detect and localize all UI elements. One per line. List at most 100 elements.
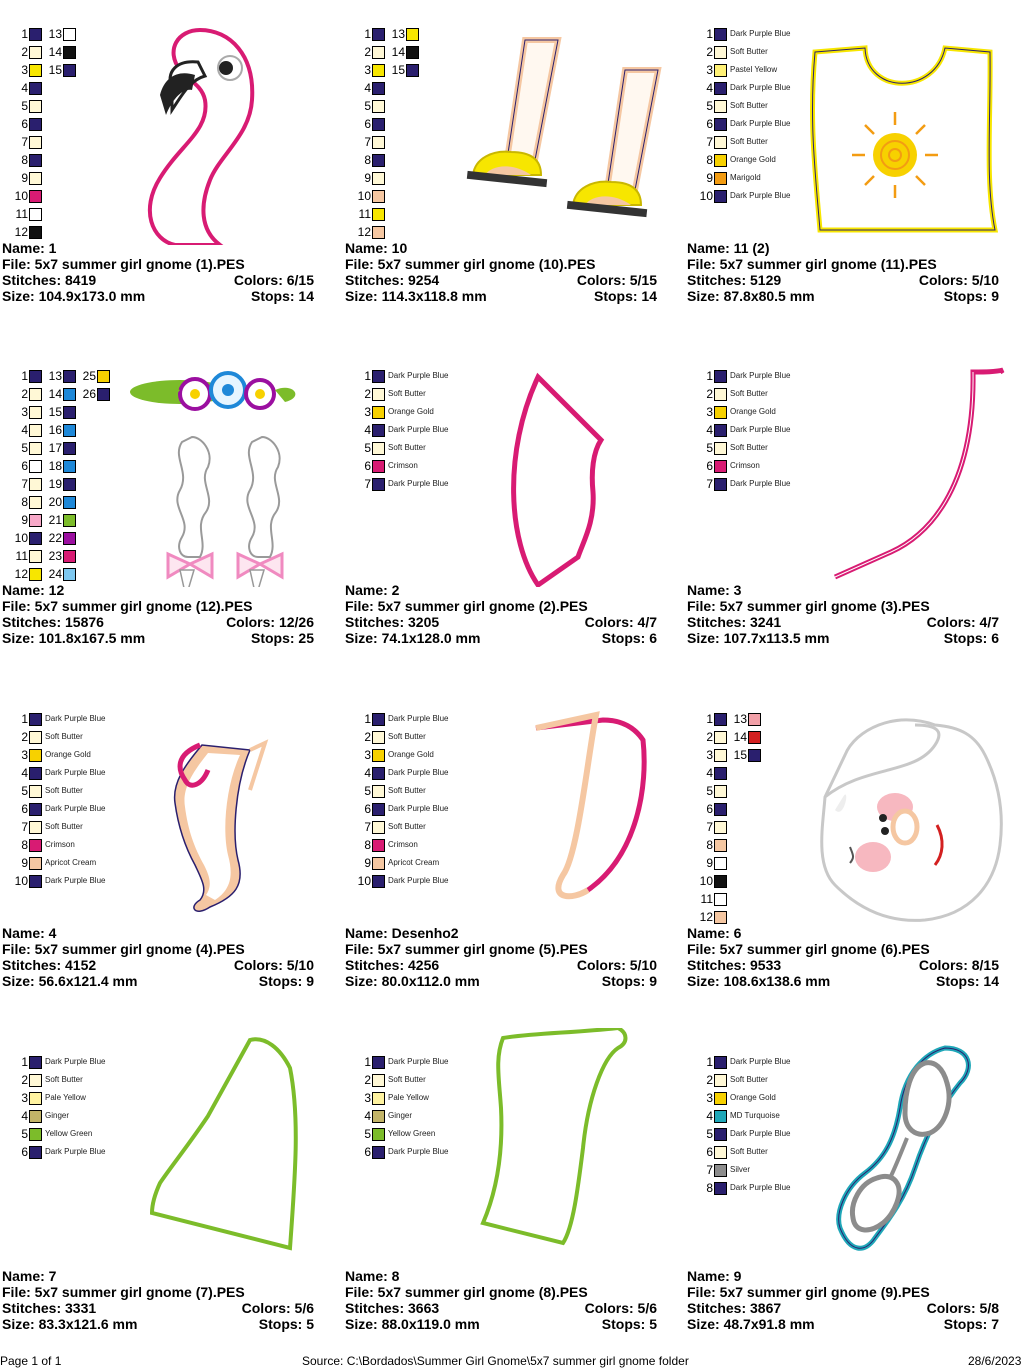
legend-number: 4 — [364, 766, 371, 780]
legend-number: 17 — [48, 441, 62, 455]
color-swatch — [97, 388, 110, 401]
thread-name: Dark Purple Blue — [730, 1183, 791, 1192]
legend-number: 12 — [14, 225, 28, 239]
legend-row: 9 — [12, 170, 42, 186]
color-swatch — [29, 1146, 42, 1159]
legend-number: 5 — [364, 1127, 371, 1141]
thread-name: Soft Butter — [388, 732, 426, 741]
color-swatch — [714, 46, 727, 59]
color-swatch — [372, 875, 385, 888]
legend-number: 15 — [48, 405, 62, 419]
legend-row: 15 — [731, 747, 761, 763]
legend-row: 7 — [12, 134, 42, 150]
legend-number: 10 — [14, 531, 28, 545]
legend-number: 8 — [21, 838, 28, 852]
legend-number: 2 — [706, 45, 713, 59]
color-swatch — [372, 1146, 385, 1159]
legend-number: 4 — [21, 81, 28, 95]
legend-number: 8 — [706, 838, 713, 852]
color-swatch — [372, 785, 385, 798]
color-swatch — [29, 713, 42, 726]
design-preview-image — [110, 1028, 330, 1273]
color-swatch — [714, 118, 727, 131]
stop-count: Stops: 5 — [258, 1316, 314, 1332]
design-name: Name: 11 (2) — [687, 240, 770, 256]
color-swatch — [29, 568, 42, 581]
color-swatch — [714, 190, 727, 203]
stop-count: Stops: 9 — [601, 973, 657, 989]
legend-number: 8 — [21, 153, 28, 167]
design-file: File: 5x7 summer girl gnome (4).PES — [2, 941, 245, 957]
color-swatch — [372, 100, 385, 113]
legend-row: 24 — [46, 566, 76, 582]
thread-name: Soft Butter — [45, 822, 83, 831]
thread-name: Dark Purple Blue — [388, 714, 449, 723]
color-count: Colors: 6/15 — [233, 272, 314, 288]
thread-name: Dark Purple Blue — [45, 1057, 106, 1066]
legend-number: 12 — [357, 225, 371, 239]
design-preview-image — [795, 342, 1024, 587]
color-swatch — [29, 731, 42, 744]
thread-name: Dark Purple Blue — [388, 371, 449, 380]
thread-name: Dark Purple Blue — [45, 1147, 106, 1156]
legend-number: 15 — [48, 63, 62, 77]
legend-number: 10 — [357, 874, 371, 888]
legend-row: 5 — [355, 98, 385, 114]
legend-number: 2 — [364, 387, 371, 401]
color-swatch — [29, 100, 42, 113]
color-swatch — [63, 406, 76, 419]
legend-row: 3 — [12, 404, 42, 420]
color-swatch — [714, 1074, 727, 1087]
color-swatch — [29, 118, 42, 131]
legend-row: 1 — [697, 711, 727, 727]
legend-row: 2 — [697, 729, 727, 745]
legend-number: 6 — [364, 117, 371, 131]
color-swatch — [372, 172, 385, 185]
legend-number: 3 — [364, 1091, 371, 1105]
legend-row: 10 — [12, 530, 42, 546]
color-swatch — [714, 1110, 727, 1123]
color-swatch — [714, 731, 727, 744]
legend-row: 14 — [46, 44, 76, 60]
color-swatch — [372, 1074, 385, 1087]
legend-number: 2 — [706, 387, 713, 401]
legend-number: 11 — [700, 892, 713, 906]
thread-name: Soft Butter — [388, 822, 426, 831]
thread-name: Dark Purple Blue — [388, 479, 449, 488]
design-size: Size: 88.0x119.0 mm — [345, 1316, 480, 1332]
legend-number: 5 — [364, 784, 371, 798]
thread-name: Pastel Yellow — [730, 65, 778, 74]
stop-count: Stops: 5 — [601, 1316, 657, 1332]
legend-number: 4 — [364, 423, 371, 437]
color-swatch — [372, 82, 385, 95]
thread-name: Dark Purple Blue — [388, 768, 449, 777]
thread-name: Soft Butter — [730, 389, 768, 398]
design-size: Size: 74.1x128.0 mm — [345, 630, 481, 646]
design-name: Name: Desenho2 — [345, 925, 459, 941]
legend-row: 9 — [697, 855, 727, 871]
legend-row: 4 — [697, 765, 727, 781]
legend-number: 24 — [48, 567, 62, 581]
legend-row: 7 — [12, 476, 42, 492]
thread-name: Soft Butter — [388, 1075, 426, 1084]
legend-number: 8 — [364, 153, 371, 167]
color-count: Colors: 5/10 — [233, 957, 314, 973]
legend-number: 3 — [364, 405, 371, 419]
thread-name: Orange Gold — [730, 1093, 776, 1102]
